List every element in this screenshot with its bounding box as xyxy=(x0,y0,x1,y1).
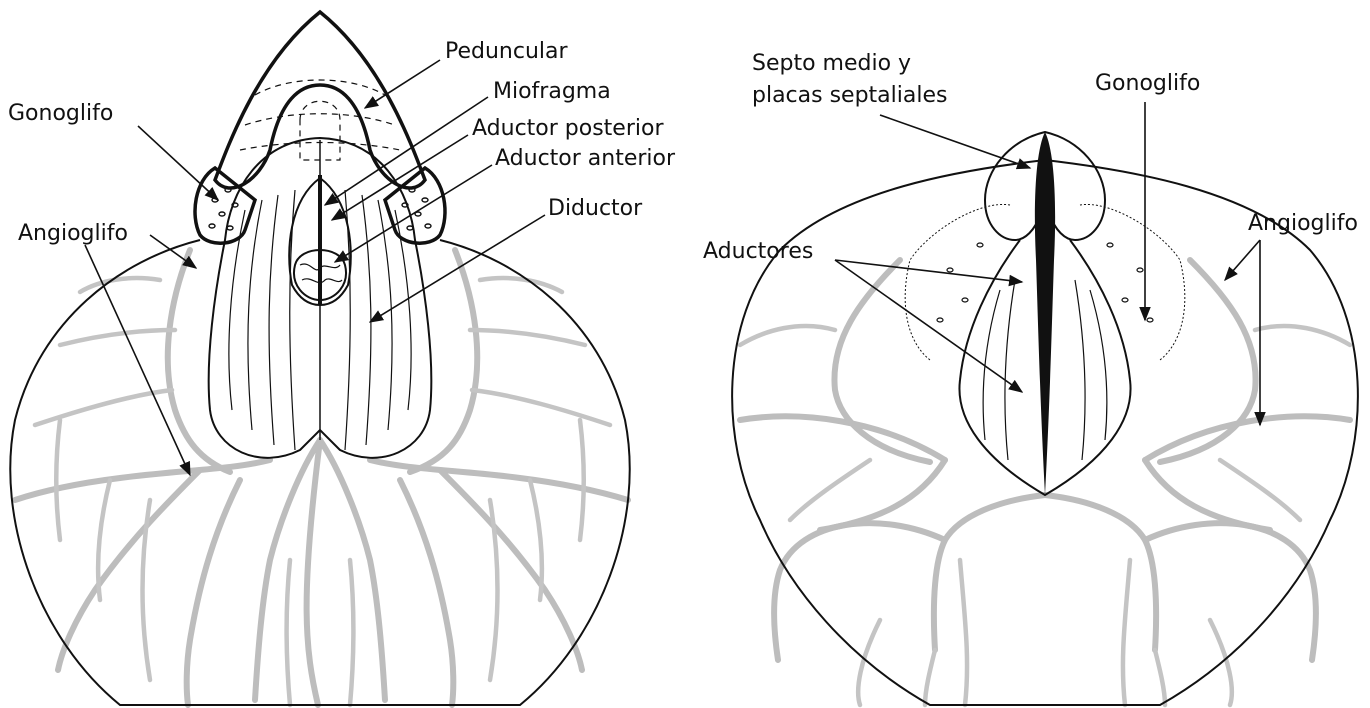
right-label-aductores: Aductores xyxy=(703,239,813,264)
right-label-gonoglifo: Gonoglifo xyxy=(1095,71,1200,96)
left-label-peduncular: Peduncular xyxy=(445,39,569,64)
right-label-septo-line1: Septo medio y xyxy=(752,51,911,76)
left-label-gonoglifo: Gonoglifo xyxy=(8,101,113,126)
left-label-aductor-anterior: Aductor anterior xyxy=(495,146,676,171)
left-label-aductor-posterior: Aductor posterior xyxy=(472,116,664,141)
left-label-miofragma: Miofragma xyxy=(493,79,611,104)
left-label-diductor: Diductor xyxy=(548,196,643,221)
left-label-angioglifo: Angioglifo xyxy=(18,221,128,246)
right-label-septo-line2: placas septaliales xyxy=(752,83,947,108)
right-label-angioglifo: Angioglifo xyxy=(1248,211,1358,236)
left-vascular-canals xyxy=(15,250,628,705)
right-median-septum xyxy=(1035,132,1055,495)
